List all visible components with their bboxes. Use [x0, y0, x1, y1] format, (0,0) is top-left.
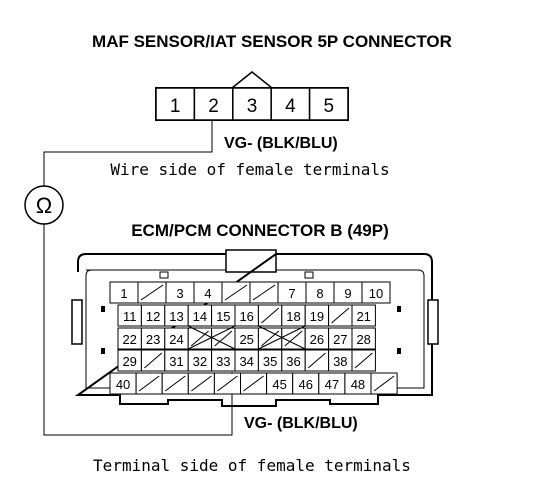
- ecm-empty-slash: [354, 352, 373, 369]
- maf-pin-cell: [155, 87, 196, 121]
- ohm-symbol: Ω: [36, 193, 52, 218]
- ecm-empty-slash: [284, 330, 303, 347]
- ecm-blocked-cavity-mark: [187, 325, 236, 350]
- ecm-top-key-right: [304, 271, 314, 279]
- ecm-empty-slash: [307, 352, 326, 369]
- maf-vg-wire-label: VG- (BLK/BLU): [224, 135, 338, 152]
- maf-pin-number: 3: [247, 96, 258, 117]
- maf-vg-wire: [43, 120, 213, 186]
- ecm-pin-number: 48: [351, 377, 365, 392]
- ecm-pin-number: 7: [288, 286, 295, 301]
- ecm-empty-slash: [261, 330, 280, 347]
- ecm-pin-number: 28: [356, 332, 370, 347]
- ecm-pin-number: 46: [299, 377, 313, 392]
- ecm-connector-inner-rim: [85, 269, 425, 389]
- ecm-empty-slash: [140, 284, 164, 301]
- maf-connector-pins: 1 2 3 4 5: [155, 87, 349, 121]
- ecm-empty-slash: [191, 375, 212, 392]
- maf-connector-title: MAF SENSOR/IAT SENSOR 5P CONNECTOR: [92, 32, 452, 51]
- ecm-right-clip: [427, 299, 439, 345]
- ecm-pin-number: 13: [169, 309, 183, 324]
- ecm-pin-number: 34: [239, 354, 253, 369]
- maf-pin-cell: [270, 87, 311, 121]
- ecm-empty-slash: [138, 375, 160, 392]
- maf-pin-number: 4: [285, 96, 296, 117]
- maf-pin-number: 1: [170, 96, 181, 117]
- ecm-pin-number: 25: [239, 332, 253, 347]
- ecm-connector-title: ECM/PCM CONNECTOR B (49P): [131, 221, 389, 240]
- ecm-pin-number: 4: [204, 286, 211, 301]
- ecm-empty-slash: [331, 307, 350, 324]
- ecm-empty-slash: [190, 330, 209, 347]
- maf-pin-number: 2: [208, 96, 219, 117]
- ecm-blocked-cavity-mark: [258, 325, 306, 350]
- ecm-empty-slash: [373, 375, 395, 392]
- ecm-pin-number: 27: [333, 332, 347, 347]
- ecm-empty-slash: [217, 375, 238, 392]
- ecm-left-keyway-bottom: [101, 348, 105, 354]
- ecm-empty-slash: [252, 284, 276, 301]
- ecm-vg-wire-label: VG- (BLK/BLU): [244, 415, 358, 432]
- maf-pin-cell: [193, 87, 234, 121]
- maf-pin-cell: [308, 87, 349, 121]
- ecm-pin-number: 36: [286, 354, 300, 369]
- ecm-connector-shell: [74, 253, 433, 407]
- maf-connector-latch: [231, 71, 273, 89]
- ecm-pin-cell: [361, 281, 391, 304]
- ecm-pin-number: 11: [123, 309, 137, 324]
- ecm-pin-number: 40: [116, 377, 130, 392]
- ecm-empty-slash: [261, 307, 280, 324]
- ecm-pin-cell: [351, 327, 376, 350]
- ecm-pin-number: 33: [216, 354, 230, 369]
- ecm-pin-number: 12: [146, 309, 160, 324]
- ecm-left-clip: [71, 299, 83, 345]
- ecm-pin-number: 18: [286, 309, 300, 324]
- ecm-empty-slash: [214, 330, 233, 347]
- ecm-empty-slash: [164, 375, 186, 392]
- ecm-pin-number: 23: [146, 332, 160, 347]
- maf-view-caption: Wire side of female terminals: [110, 160, 389, 179]
- ecm-pin-number: 38: [333, 354, 347, 369]
- maf-pin-number: 5: [324, 96, 335, 117]
- ecm-pin-number: 31: [169, 354, 183, 369]
- ecm-left-keyway-top: [101, 306, 105, 312]
- ecm-pin-cell: [351, 304, 376, 327]
- ecm-pin-number: 14: [193, 309, 207, 324]
- ecm-empty-slash: [144, 352, 163, 369]
- ecm-connector-latch: [225, 249, 277, 273]
- ecm-pin-number: 10: [369, 286, 383, 301]
- ecm-pin-number: 47: [325, 377, 339, 392]
- ecm-pin-number: 15: [216, 309, 230, 324]
- ecm-view-caption: Terminal side of female terminals: [93, 456, 411, 475]
- ecm-empty-slash: [224, 284, 248, 301]
- ecm-pin-number: 8: [316, 286, 323, 301]
- ecm-pin-number: 24: [169, 332, 183, 347]
- ecm-vg-wire: [43, 224, 233, 436]
- ecm-pin-number: 19: [310, 309, 324, 324]
- ecm-pin-number: 9: [344, 286, 351, 301]
- ecm-pin-number: 32: [193, 354, 207, 369]
- ecm-pin-number: 45: [272, 377, 286, 392]
- ecm-pin-number: 3: [176, 286, 183, 301]
- ecm-pin-number: 26: [310, 332, 324, 347]
- ecm-pin-number: 22: [122, 332, 136, 347]
- ecm-pin-number: 1: [120, 286, 127, 301]
- ecm-right-keyway-bottom: [397, 348, 401, 354]
- ecm-right-keyway-top: [397, 306, 401, 312]
- ecm-empty-slash: [243, 375, 264, 392]
- ecm-pin-number: 21: [356, 309, 370, 324]
- ecm-pin-number: 16: [239, 309, 253, 324]
- ecm-pin-number: 29: [122, 354, 136, 369]
- ecm-pin-number: 35: [263, 354, 277, 369]
- ecm-top-key-left: [159, 271, 169, 279]
